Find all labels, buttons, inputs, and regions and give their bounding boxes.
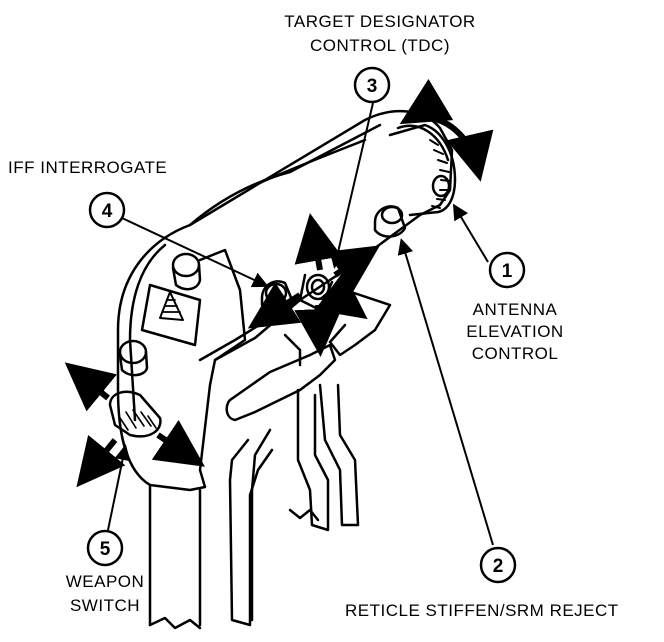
weapon-arrow-right [158,435,195,460]
weapon-arrow-up [74,370,108,398]
callout-number-4: 4 [102,201,113,222]
antenna-wheel [430,140,450,208]
weapon-label-line1: WEAPON [35,572,175,592]
callout-number-3: 3 [367,76,378,97]
iff-label: IFF INTERROGATE [8,158,167,178]
callout-number-1: 1 [502,261,513,282]
callout-number-5: 5 [100,539,111,560]
panel-button-top [173,254,199,276]
tdc-arrow-right [335,252,370,275]
reticle-label: RETICLE STIFFEN/SRM REJECT [345,601,619,621]
tdc-arrow-up [312,225,320,270]
tdc-arrow-down-right [335,295,358,312]
grip-barrel [190,125,380,225]
tdc-label-line1: TARGET DESIGNATOR [255,12,505,32]
panel-button-bottom [120,341,146,363]
tdc-arrow-down [318,305,320,345]
antenna-label-line3: CONTROL [455,344,575,364]
tdc-label-line2: CONTROL (TDC) [255,36,505,56]
weapon-label: WEAPON SWITCH [35,572,175,616]
stem-right [320,385,358,525]
antenna-label-line2: ELEVATION [455,322,575,342]
trigger-lever [227,345,335,420]
antenna-label: ANTENNA ELEVATION CONTROL [455,300,575,364]
weapon-arrow-down [84,440,115,478]
tdc-label: TARGET DESIGNATOR CONTROL (TDC) [255,12,505,56]
callout-number-2: 2 [493,556,504,577]
antenna-label-line1: ANTENNA [455,300,575,320]
weapon-label-line2: SWITCH [35,596,175,616]
